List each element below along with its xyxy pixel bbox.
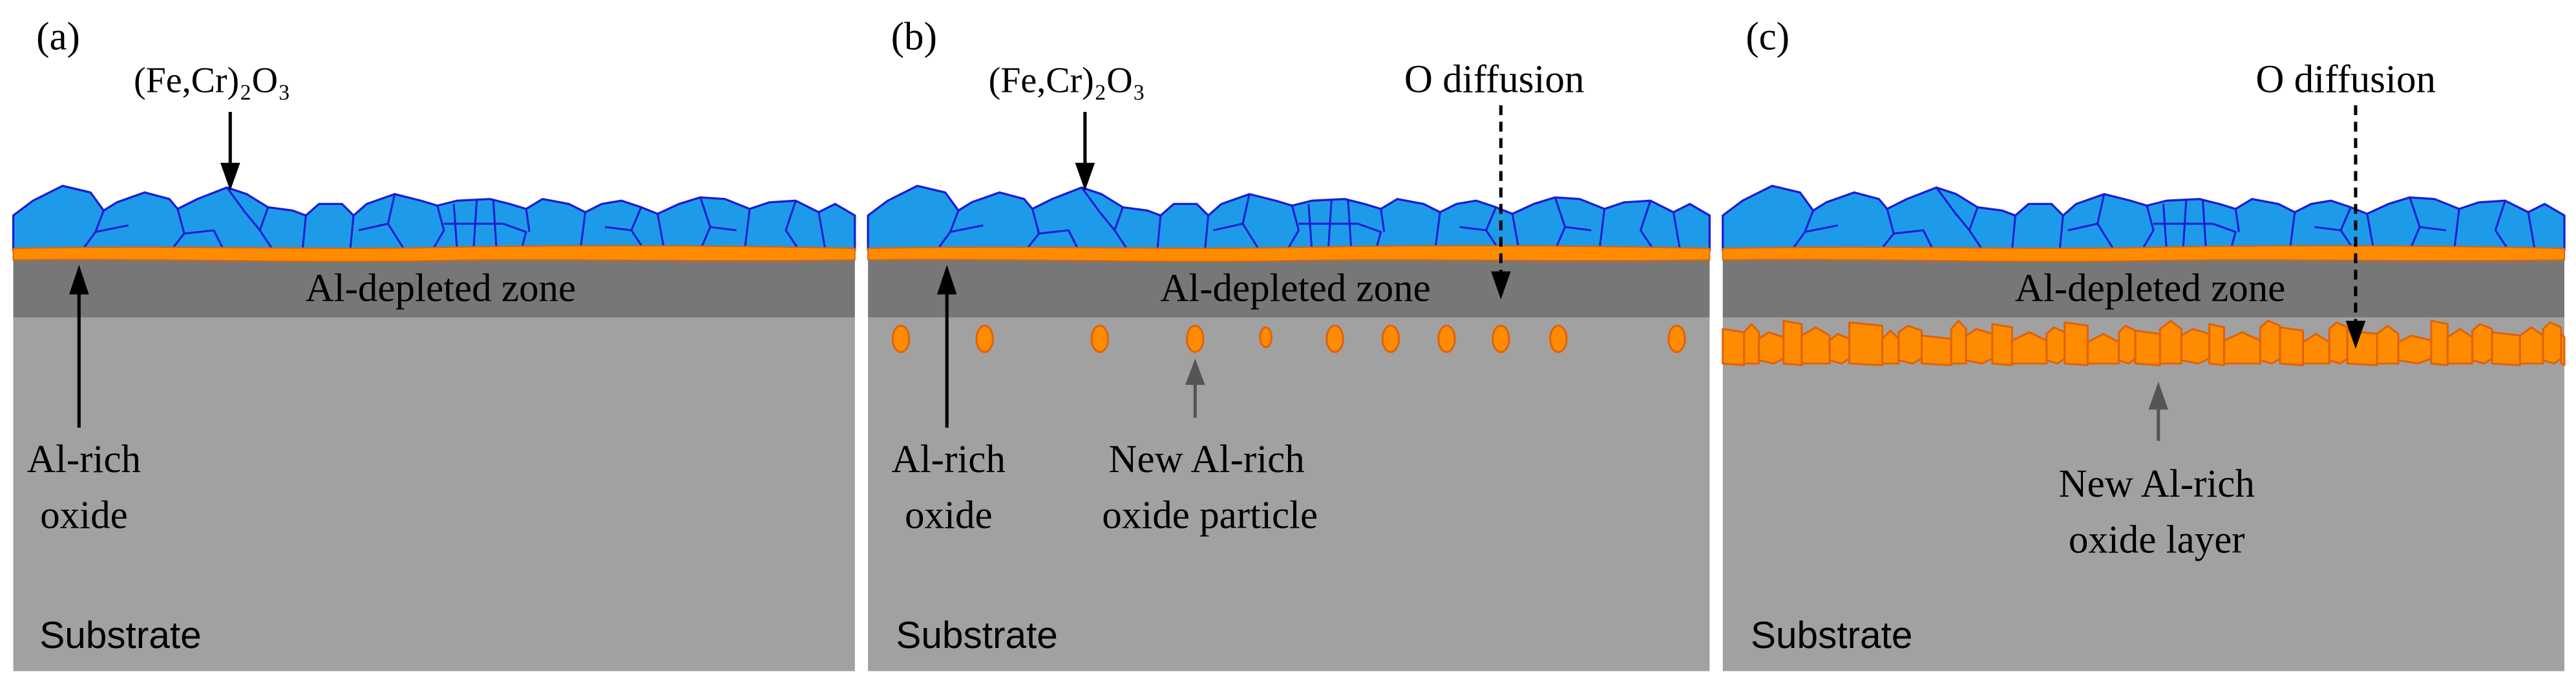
new-oxide-grain [1920, 334, 1952, 367]
new-oxide-particle-label-line2: oxide particle [1102, 493, 1318, 537]
new-oxide-grain [2159, 319, 2182, 365]
new-oxide-grain [1722, 328, 1746, 367]
surface-oxide-scale [12, 184, 856, 263]
new-al-rich-oxide-particles [891, 325, 1686, 353]
al-rich-oxide-label-line1: Al-rich [27, 438, 141, 481]
new-oxide-grain [2064, 321, 2089, 367]
al-rich-oxide-arrow [936, 265, 957, 428]
oxide-particle [1437, 325, 1456, 353]
al-rich-oxide-label-line1: Al-rich [892, 438, 1006, 481]
surface-oxide-scale [1722, 184, 2566, 263]
oxide-particle [1492, 325, 1510, 353]
al-depleted-zone-label: Al-depleted zone [2015, 266, 2286, 310]
new-oxide-grain [1950, 319, 1967, 365]
substrate-label: Substrate [1751, 614, 1912, 656]
new-oxide-grain [1848, 321, 1883, 367]
oxide-scale-arrow [220, 111, 240, 191]
substrate-label: Substrate [39, 614, 201, 656]
new-oxide-grain [2279, 326, 2305, 367]
new-oxide-grain [2259, 319, 2281, 365]
arrow-head [2148, 382, 2169, 410]
arrow-head [1185, 358, 1205, 385]
new-oxide-grain [2134, 329, 2161, 367]
substrate-region [13, 317, 855, 671]
new-oxide-grain [1991, 323, 2013, 367]
oxide-particle [1090, 325, 1110, 353]
new-oxide-particle-label-line1: New Al-rich [1108, 438, 1304, 481]
panel-label: (b) [891, 15, 937, 58]
al-rich-oxide-arrow [69, 265, 89, 428]
new-oxide-grain [2180, 328, 2211, 365]
new-oxide-grain [2560, 332, 2566, 367]
arrow-head [2345, 320, 2366, 349]
o-diffusion-arrow [2345, 105, 2366, 349]
new-oxide-grain [2328, 321, 2349, 365]
new-oxide-grain [1758, 331, 1785, 365]
surface-oxide-scale [867, 184, 1711, 263]
panel-b: (b) (Fe,Cr)₂O₃ O diffusion Al-depleted z… [867, 15, 1711, 671]
new-oxide-grain [2446, 328, 2474, 365]
o-diffusion-arrow [1491, 105, 1511, 299]
oxide-particle [1186, 325, 1205, 353]
new-oxide-grain [2045, 326, 2066, 365]
oxide-particle [1667, 325, 1686, 353]
panel-label: (c) [1746, 15, 1789, 58]
al-depleted-zone-label: Al-depleted zone [1160, 266, 1431, 310]
arrow-head [936, 265, 957, 295]
new-oxide-grain [1743, 323, 1760, 365]
oxide-particle [975, 325, 994, 353]
substrate-region [868, 317, 1710, 671]
new-oxide-grain [2430, 319, 2449, 367]
al-rich-oxide-label-line2: oxide [905, 493, 993, 537]
new-oxide-grain [1965, 328, 1994, 365]
substrate-label: Substrate [896, 614, 1057, 656]
new-oxide-layer-label-line1: New Al-rich [2059, 462, 2255, 506]
new-oxide-grain [2491, 331, 2521, 367]
panel-c: (c) O diffusion Al-depleted zone New Al-… [1722, 15, 2566, 671]
panel-a: (a) (Fe,Cr)₂O₃ Al-depleted zone Al-rich … [12, 15, 856, 671]
new-oxide-grain [2542, 321, 2562, 365]
new-oxide-layer-label-line2: oxide layer [2069, 519, 2245, 562]
o-diffusion-label: O diffusion [1404, 58, 1585, 101]
new-oxide-grain [1828, 332, 1851, 365]
new-oxide-layer-arrow [2148, 382, 2169, 441]
oxide-scale-label: (Fe,Cr)₂O₃ [989, 60, 1146, 100]
new-oxide-grain [2118, 325, 2137, 365]
oxide-particle [1549, 325, 1568, 353]
o-diffusion-label: O diffusion [2255, 58, 2436, 101]
new-oxide-grain [2208, 323, 2226, 367]
new-oxide-grain [2518, 326, 2544, 365]
new-oxide-particle-arrow [1185, 358, 1205, 418]
al-rich-oxide-label-line2: oxide [40, 493, 128, 537]
oxide-particle [1259, 326, 1273, 349]
oxide-particle [891, 325, 911, 353]
arrow-head [1491, 271, 1511, 299]
new-oxide-grain [2376, 325, 2400, 365]
new-oxide-grain [2222, 331, 2261, 365]
new-oxide-grain [2011, 331, 2048, 365]
new-oxide-grain [1782, 319, 1803, 367]
arrow-head [220, 162, 240, 191]
new-oxide-grain [1881, 329, 1900, 365]
al-depleted-zone-label: Al-depleted zone [306, 266, 576, 310]
substrate-region [1722, 317, 2565, 671]
new-oxide-grain [1800, 326, 1831, 365]
oxide-scale-arrow [1075, 111, 1095, 191]
new-al-rich-oxide-layer [1722, 319, 2566, 367]
oxide-particle [1325, 325, 1344, 353]
arrow-head [69, 265, 89, 295]
new-oxide-grain [2471, 323, 2493, 365]
oxide-particle [1381, 325, 1400, 353]
oxide-scale-label: (Fe,Cr)₂O₃ [134, 60, 291, 100]
new-oxide-grain [1897, 325, 1923, 365]
arrow-head [1075, 162, 1095, 191]
panel-label: (a) [36, 15, 80, 58]
new-oxide-grain [2397, 334, 2433, 365]
